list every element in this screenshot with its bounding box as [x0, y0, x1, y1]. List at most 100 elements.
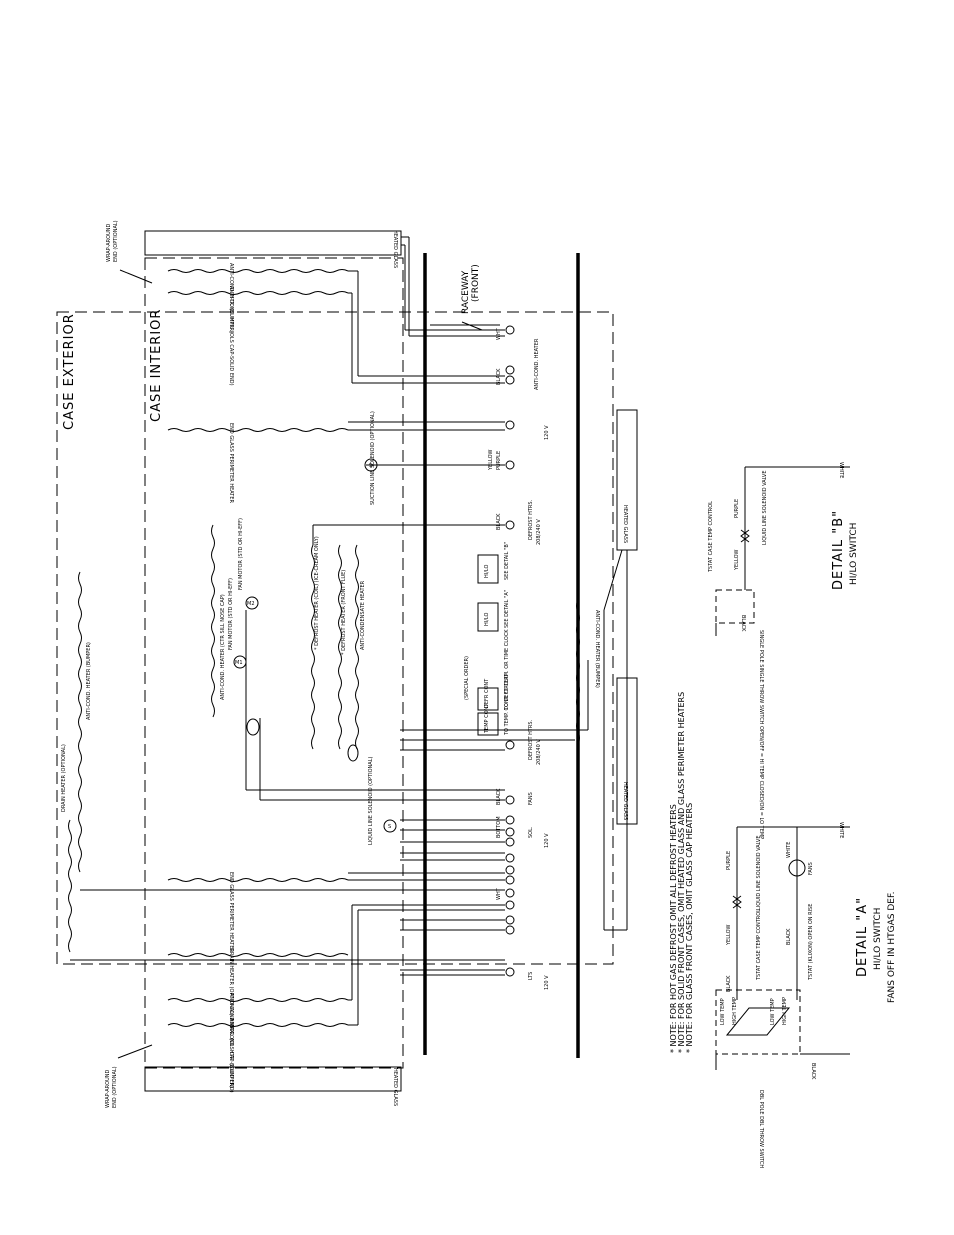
- anti-cond-bumper-top: ANTI-COND. HTR. (BUMPER): [228, 263, 234, 333]
- solenoid-s-1: S: [369, 463, 372, 469]
- v208-label-2: 208/240 V: [536, 739, 542, 765]
- black-label-3: BLACK: [496, 788, 502, 805]
- detail-a-sub1: HI/LO SWITCH: [873, 908, 883, 970]
- fan-motor-1-label: FAN MOTOR (STD OR HI-EFF): [238, 518, 244, 590]
- heater-label: ANTI-COND. HEATER: [534, 338, 540, 390]
- anti-cond-heater-right-label: ANTI-COND. HEATER (BUMPER): [594, 610, 600, 688]
- see-detail-a-label: SEE DETAIL "A": [504, 590, 510, 628]
- detail-b: [715, 466, 850, 636]
- to-temp-label: TO TEMP. CONT. CIRCUIT: [504, 673, 510, 736]
- temp-cont-box: [477, 712, 499, 736]
- v120-label-2: 120 V: [544, 833, 550, 848]
- lts-label: LTS: [528, 972, 534, 980]
- defr-cont-text: DEFR CONT: [484, 678, 490, 708]
- b-liquid-line: LIQUID LINE SOLENOID VALVE: [762, 471, 768, 546]
- fan-motor-m2: [245, 596, 259, 610]
- connector-plug-2: [347, 744, 359, 762]
- drain-heater-max-label: DRAIN HEATER (OPTIONAL) 2 MAX.: [228, 948, 234, 1035]
- hilo-a-text: HI/LO: [484, 612, 490, 626]
- fans-label: FANS: [528, 792, 534, 805]
- defr-cont-box: [477, 687, 499, 711]
- b-purple: PURPLE: [734, 499, 740, 518]
- a-tstat-case: TSTAT CASE TEMP CONTROL: [756, 909, 762, 981]
- case-exterior-outline: [56, 311, 614, 965]
- defrost-htrs-label: DEFROST HTRS.: [528, 499, 534, 540]
- b-yellow: YELLOW: [734, 549, 740, 571]
- a-black: BLACK: [726, 975, 732, 992]
- bottom-label: BOTTOM: [496, 816, 502, 838]
- a-black3: BLACK: [810, 1063, 816, 1080]
- a-high-temp-2: HIGH TEMP: [782, 997, 788, 1025]
- liquid-solenoid-label: LIQUID LINE SOLENOID (OPTIONAL): [368, 757, 374, 845]
- end-glass-perimeter-bottom: END GLASS PERIMETER HEATER: [228, 872, 234, 953]
- sol-label: SOL.: [528, 826, 534, 838]
- note-3: * NOTE: FOR GLASS FRONT CASES, OMIT GLAS…: [685, 803, 694, 1053]
- motor-m1: M1: [235, 660, 243, 666]
- v120-label-1: 120 V: [544, 425, 550, 440]
- see-detail-b-label: SEE DETAIL "B": [504, 542, 510, 580]
- heated-glass-bottom: [144, 1066, 402, 1092]
- a-liquid-line: LIQUID LINE SOLENOID VALVE: [756, 836, 762, 911]
- detail-b-sub1: HI/LO SWITCH: [849, 523, 859, 585]
- bottom-heaters: [167, 872, 505, 1027]
- defrost-heater-coil-label: * DEFROST HEATER (COIL) (ICE-CREAM ONLY): [314, 536, 320, 650]
- note-1: * NOTE: FOR HOT GAS DEFROST OMIT ALL DEF…: [669, 804, 678, 1053]
- anti-condensate-heater-label: ANTI-CONDENSATE HEATER: [360, 580, 366, 650]
- raceway-label: RACEWAY: [461, 270, 471, 314]
- v208-label: 208/240 V: [536, 519, 542, 545]
- hilo-b-text: HI/LO: [484, 564, 490, 578]
- special-order-label: (SPECIAL ORDER): [464, 656, 470, 700]
- drain-heater-optional-label: DRAIN HEATER (OPTIONAL): [61, 744, 67, 812]
- detail-a-sub2: FANS OFF IN HTGAS DEF.: [887, 891, 897, 1003]
- wiring: [245, 236, 589, 976]
- vertical-heaters: [68, 524, 580, 961]
- black-label-2: BLACK: [496, 513, 502, 530]
- a-white: WHITE: [786, 842, 792, 858]
- case-interior-label: CASE INTERIOR: [149, 309, 164, 422]
- a-high-temp-1: HIGH TEMP: [732, 997, 738, 1025]
- a-black2: BLACK: [786, 928, 792, 945]
- liquid-solenoid: [383, 819, 397, 833]
- raceway-front-label: (FRONT): [471, 264, 481, 302]
- a-dbl-pole: DBL POLE DBL THROW SWITCH: [758, 1090, 764, 1168]
- case-interior-outline: [144, 257, 404, 1069]
- wrap-top-label-1: WRAP-AROUND: [106, 224, 112, 262]
- a-white2: WHITE: [838, 822, 844, 838]
- a-purple: PURPLE: [726, 851, 732, 870]
- heated-glass-right-label-2: HEATED GLASS: [622, 782, 628, 820]
- wrap-bottom-label-2: END (OPTIONAL): [112, 1066, 118, 1108]
- wht-label-2: WHT: [496, 887, 502, 900]
- anti-cond-heater-bumper-label: ANTI-COND. HEATER (BUMPER): [86, 642, 92, 720]
- fan-motor-m1: [233, 655, 247, 669]
- anti-cond-cap-top: ANTI-COND. HTR. (OLS CAP-SOLID END): [228, 286, 234, 386]
- b-tstat: TSTAT CASE TEMP CONTROL: [708, 501, 714, 573]
- defr-term-label: TO DEFT. TERM. OR TIME CLOCK: [504, 629, 510, 711]
- black-label-1: BLACK: [496, 368, 502, 385]
- terminals: [505, 325, 515, 977]
- heated-glass-bottom-label: HEATED GLASS: [392, 1068, 398, 1106]
- suction-solenoid-label: SUCTION LINE SOLENOID (OPTIONAL): [370, 411, 376, 505]
- end-glass-perimeter-top: END GLASS PERIMETER HEATER: [228, 423, 234, 504]
- suction-solenoid: [364, 458, 378, 472]
- note-2: * NOTE: FOR SOLID FRONT CASES, OMIT HEAT…: [677, 692, 686, 1053]
- detail-a-title: DETAIL "A": [855, 897, 870, 977]
- solenoid-s-2: S: [388, 824, 391, 830]
- a-low-temp-2: LOW TEMP: [770, 998, 776, 1025]
- detail-a: [715, 826, 850, 1070]
- hilo-box-b: [477, 554, 499, 584]
- case-exterior-label: CASE EXTERIOR: [62, 313, 77, 430]
- anti-cond-bumper-bottom: ANTI-COND. HTR. (BUMPER): [228, 1018, 234, 1088]
- b-single-pole: SINGLE POLE SINGLE THROW SWITCH OPEN/OFF…: [758, 630, 764, 839]
- wrap-bottom-label-1: WRAP-AROUND: [105, 1070, 111, 1108]
- anti-cond-heater-sill-label: ANTI-COND. HEATER (CTR SILL NOSE CAP): [220, 594, 226, 700]
- purple-label: PURPLE: [496, 451, 502, 470]
- heated-glass-top-label: HEATED GLASS: [392, 230, 398, 268]
- a-yellow: YELLOW: [726, 924, 732, 946]
- fan-motor-2-label: FAN MOTOR (STD OR HI-EFF): [228, 578, 234, 650]
- anti-cond-cap-bottom: ANTI-COND. HTR. (OLS CAP-SOLID END): [228, 993, 234, 1093]
- heated-glass-right-label-1: HEATED GLASS: [622, 505, 628, 543]
- yellow-label: YELLOW: [488, 449, 494, 471]
- wrap-top-label-2: END (OPTIONAL): [113, 220, 119, 262]
- motor-m2: M2: [247, 601, 255, 607]
